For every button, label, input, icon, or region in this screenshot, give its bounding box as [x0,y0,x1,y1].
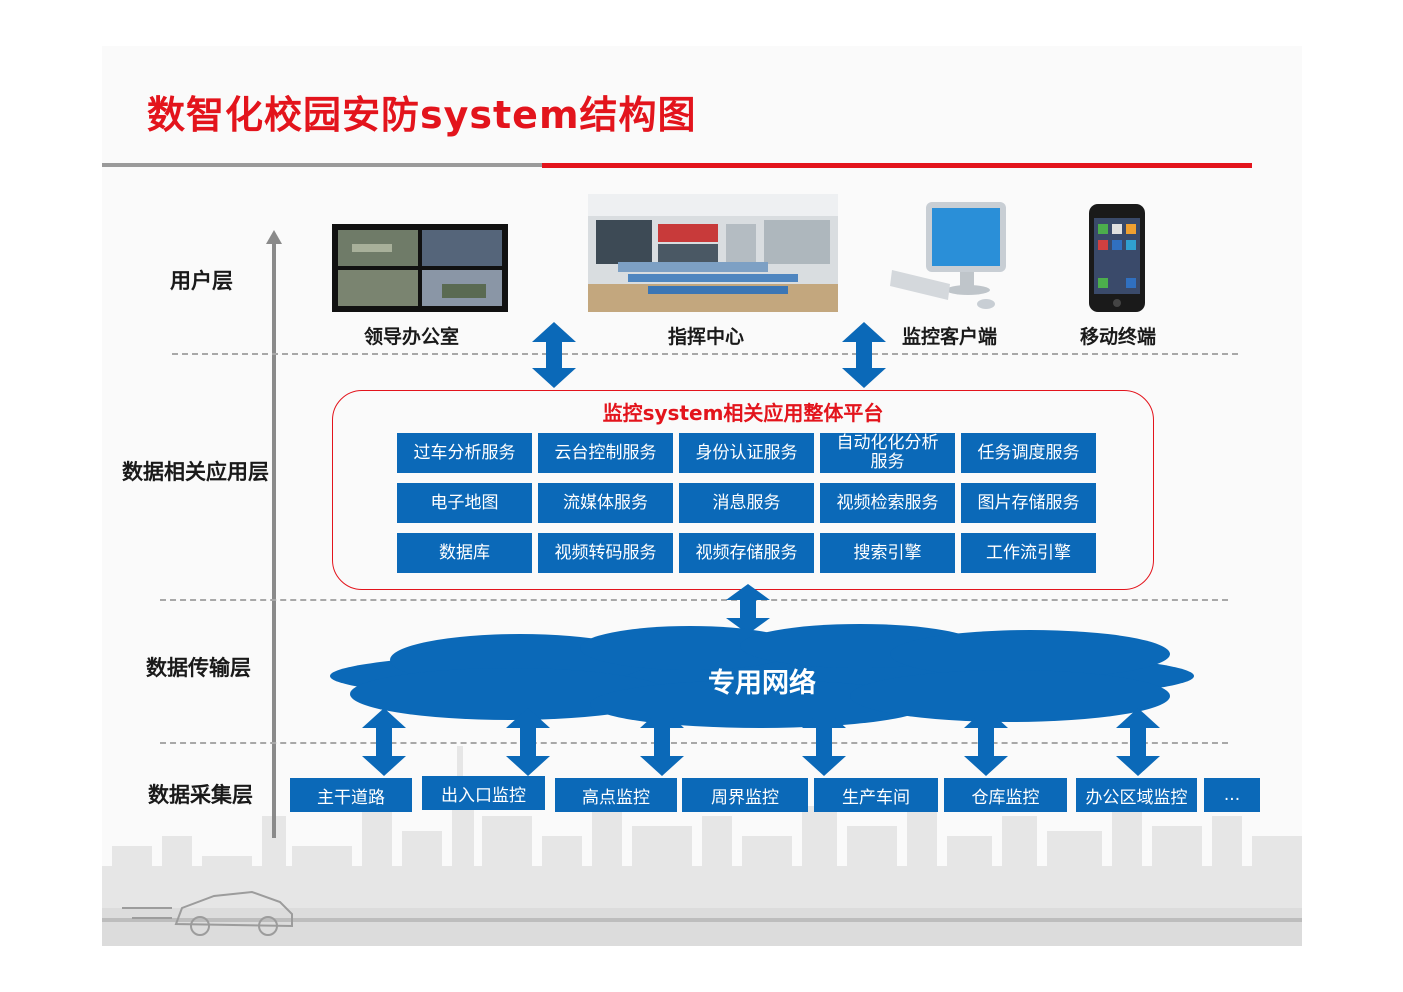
device-label-command-center: 指挥中心 [668,326,745,348]
service-video-transcoding[interactable]: 视频转码服务 [538,533,673,573]
device-label-mobile-terminal: 移动终端 [1080,326,1157,348]
layer-label-user: 用户层 [170,269,233,293]
platform-title: 监控system相关应用整体平台 [602,401,884,425]
service-search-engine[interactable]: 搜索引擎 [820,533,955,573]
service-grid: 过车分析服务 云台控制服务 身份认证服务 自动化化分析服务 任务调度服务 电子地… [397,433,1096,573]
network-label: 专用网络 [708,668,816,699]
desktop-computer-icon [890,202,1006,309]
double-arrow-icon [1116,708,1160,776]
collect-high-point-monitor[interactable]: 高点监控 [555,778,677,812]
service-video-storage[interactable]: 视频存储服务 [679,533,814,573]
separator-app-transport [160,599,1228,601]
car-icon [122,890,293,936]
title-rule-red [542,163,1252,168]
slide: 数智化校园安防system结构图 用户层 数据相关应用层 数据传输层 数据采集层 [102,46,1302,946]
collect-main-road[interactable]: 主干道路 [290,778,412,812]
layer-axis-arrow [266,230,282,838]
double-arrow-icon [842,322,886,388]
application-platform: 监控system相关应用整体平台 过车分析服务 云台控制服务 身份认证服务 自动… [332,390,1154,590]
private-network-cloud [330,624,1194,728]
separator-user-app [172,353,1238,355]
double-arrow-icon [964,708,1008,776]
collect-warehouse-monitor[interactable]: 仓库监控 [944,778,1067,812]
collect-production-workshop[interactable]: 生产车间 [814,778,938,812]
double-arrow-icon [726,584,770,634]
service-messaging[interactable]: 消息服务 [679,483,814,523]
service-auto-analysis[interactable]: 自动化化分析服务 [820,433,955,473]
double-arrow-icon [506,708,550,776]
service-identity-auth[interactable]: 身份认证服务 [679,433,814,473]
service-image-storage[interactable]: 图片存储服务 [961,483,1096,523]
service-streaming-media[interactable]: 流媒体服务 [538,483,673,523]
double-arrow-icon [362,708,406,776]
double-arrow-icon [802,708,846,776]
layer-label-transport: 数据传输层 [146,656,251,680]
collect-perimeter-monitor[interactable]: 周界监控 [682,778,808,812]
service-video-search[interactable]: 视频检索服务 [820,483,955,523]
layer-label-collect: 数据采集层 [148,783,253,807]
title-rule-gray [102,163,542,167]
smartphone-icon [1089,204,1145,312]
collect-office-area-monitor[interactable]: 办公区域监控 [1076,778,1197,812]
collect-more[interactable]: ... [1204,778,1260,812]
command-center-photo [588,194,838,312]
double-arrow-icon [640,708,684,776]
page-title: 数智化校园安防system结构图 [147,93,697,137]
device-label-leader-office: 领导办公室 [364,326,460,348]
device-label-monitor-client: 监控客户端 [902,326,998,348]
collect-entrance-monitor[interactable]: 出入口监控 [422,776,545,810]
separator-transport-collect [160,742,1228,744]
city-skyline-background [102,746,1302,946]
service-ptz-control[interactable]: 云台控制服务 [538,433,673,473]
double-arrow-icon [532,322,576,388]
service-database[interactable]: 数据库 [397,533,532,573]
service-task-scheduling[interactable]: 任务调度服务 [961,433,1096,473]
service-electronic-map[interactable]: 电子地图 [397,483,532,523]
layer-label-app: 数据相关应用层 [122,460,269,484]
video-wall-monitor-icon [332,224,508,312]
service-workflow-engine[interactable]: 工作流引擎 [961,533,1096,573]
service-vehicle-analysis[interactable]: 过车分析服务 [397,433,532,473]
